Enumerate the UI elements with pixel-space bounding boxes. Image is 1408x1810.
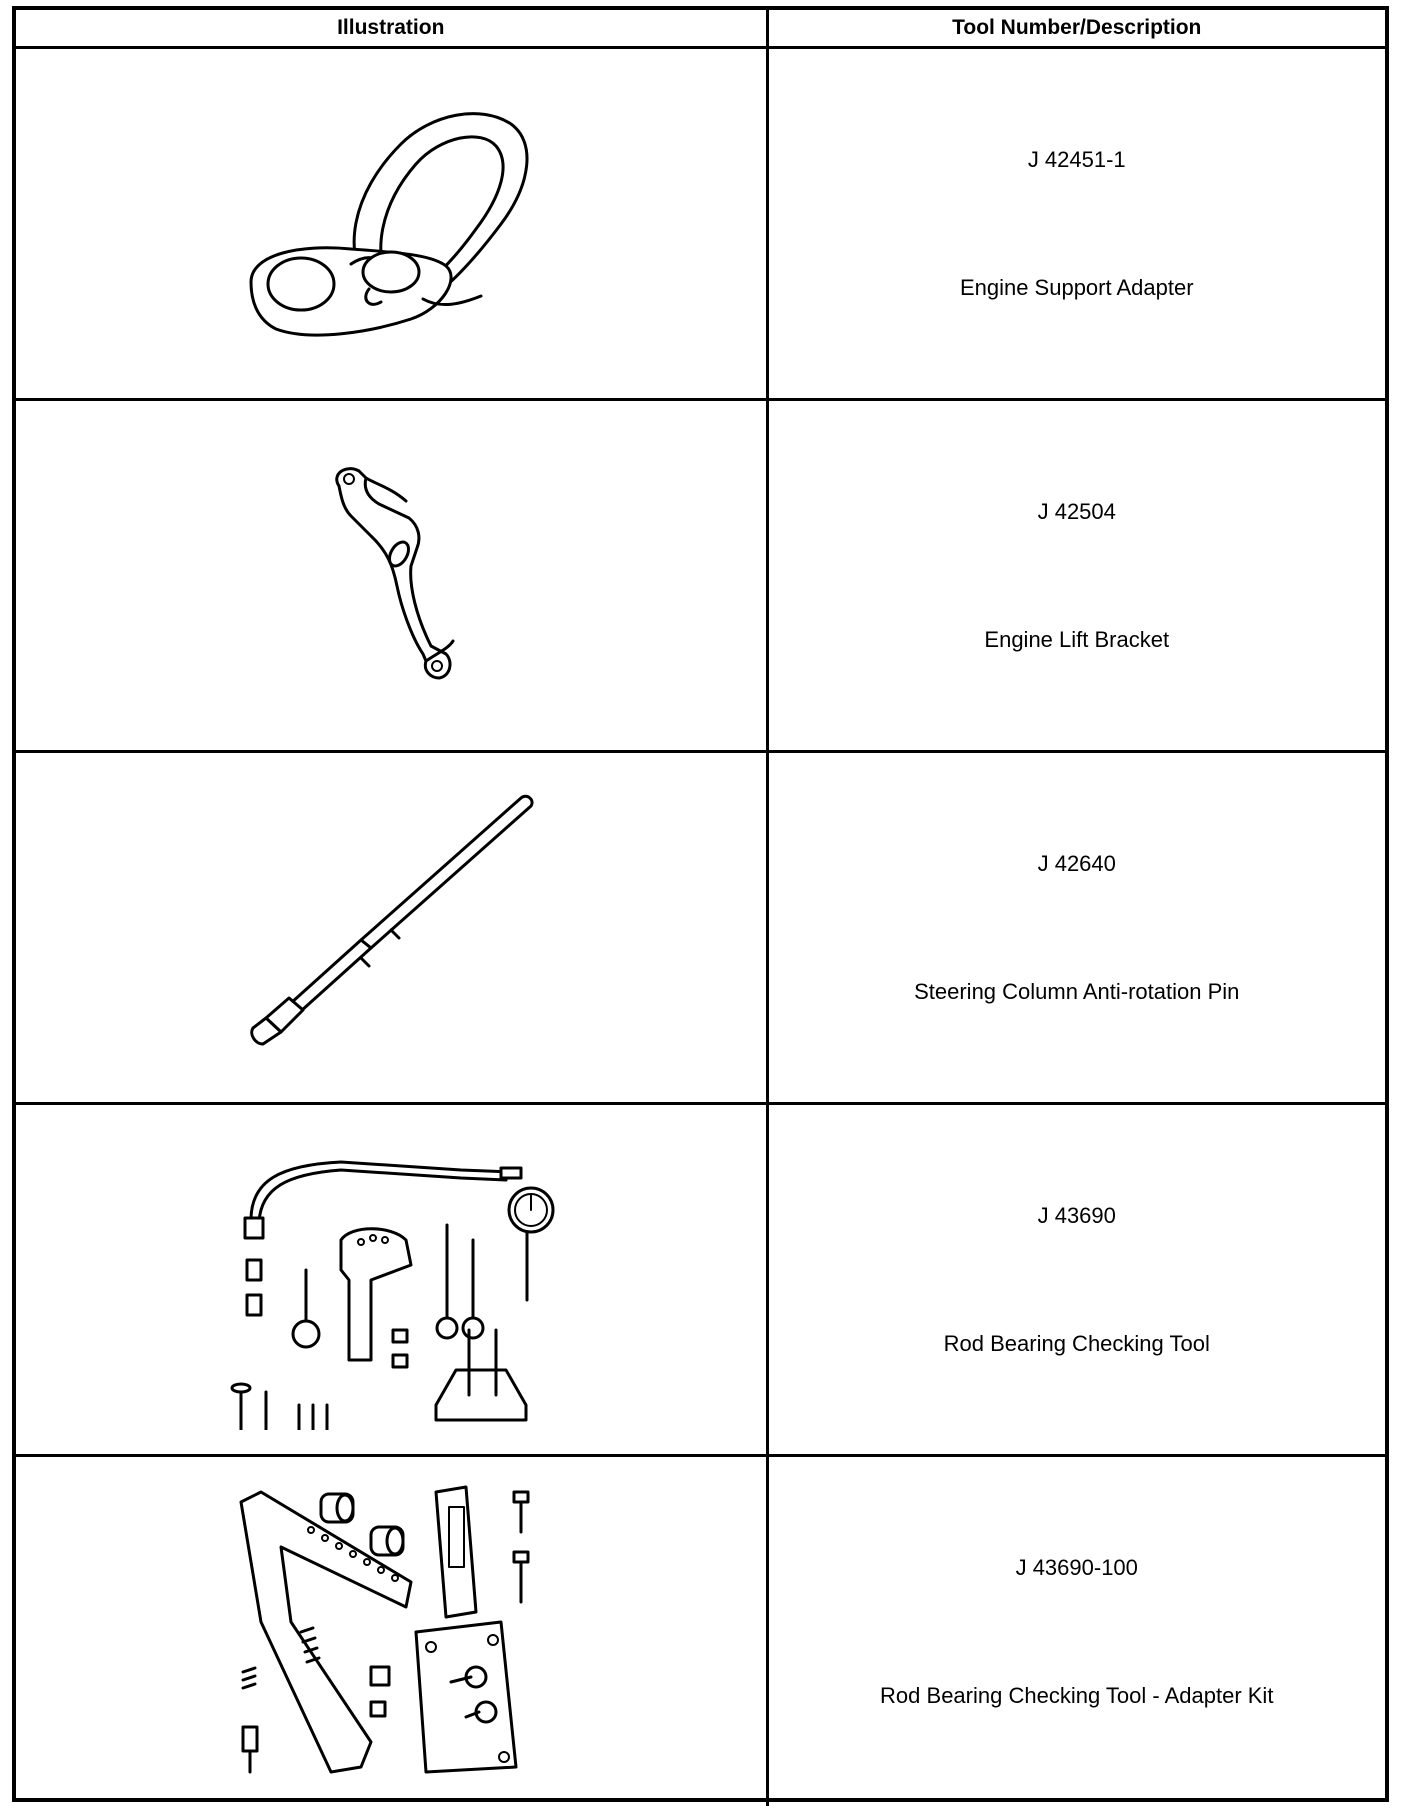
tool-number: J 42640 <box>1037 850 1116 876</box>
illustration-cell <box>16 398 769 753</box>
tool-description-cell: J 43690-100 Rod Bearing Checking Tool - … <box>765 1454 1385 1806</box>
header-tool-number-description: Tool Number/Description <box>765 10 1385 49</box>
tool-description: Rod Bearing Checking Tool <box>943 1330 1210 1356</box>
header-illustration: Illustration <box>16 10 769 49</box>
anti-rotation-pin-icon <box>250 794 534 1045</box>
table-row: J 42504 Engine Lift Bracket <box>16 398 1385 753</box>
adapter-kit-icon <box>239 1485 530 1773</box>
tool-description: Engine Lift Bracket <box>984 626 1170 652</box>
rod-bearing-checking-tool-icon <box>230 1160 555 1430</box>
tool-number: J 42451-1 <box>1027 146 1126 172</box>
illustration-cell <box>16 1454 769 1806</box>
table-row: J 43690-100 Rod Bearing Checking Tool - … <box>16 1454 1385 1806</box>
special-tools-table: Illustration Tool Number/Description <box>16 10 1385 1806</box>
tool-number: J 43690-100 <box>1015 1554 1138 1580</box>
engine-lift-bracket-icon <box>335 466 455 679</box>
table-row: J 42640 Steering Column Anti-rotation Pi… <box>16 750 1385 1105</box>
tool-description-cell: J 42451-1 Engine Support Adapter <box>765 46 1385 401</box>
tool-description-cell: J 43690 Rod Bearing Checking Tool <box>765 1102 1385 1457</box>
tool-description: Engine Support Adapter <box>959 274 1194 300</box>
tool-description-cell: J 42640 Steering Column Anti-rotation Pi… <box>765 750 1385 1105</box>
table-row: J 43690 Rod Bearing Checking Tool <box>16 1102 1385 1457</box>
tool-number: J 43690 <box>1037 1202 1116 1228</box>
special-tools-table-frame: Illustration Tool Number/Description <box>12 6 1389 1806</box>
illustration-cell <box>16 1102 769 1457</box>
illustration-cell <box>16 46 769 401</box>
table-header-row: Illustration Tool Number/Description <box>16 10 1385 49</box>
tool-description: Rod Bearing Checking Tool - Adapter Kit <box>880 1682 1274 1708</box>
tool-description: Steering Column Anti-rotation Pin <box>914 978 1240 1004</box>
tool-number: J 42504 <box>1037 498 1116 524</box>
tool-description-cell: J 42504 Engine Lift Bracket <box>765 398 1385 753</box>
illustration-cell <box>16 750 769 1105</box>
table-row: J 42451-1 Engine Support Adapter <box>16 46 1385 401</box>
engine-support-adapter-icon <box>249 111 529 337</box>
